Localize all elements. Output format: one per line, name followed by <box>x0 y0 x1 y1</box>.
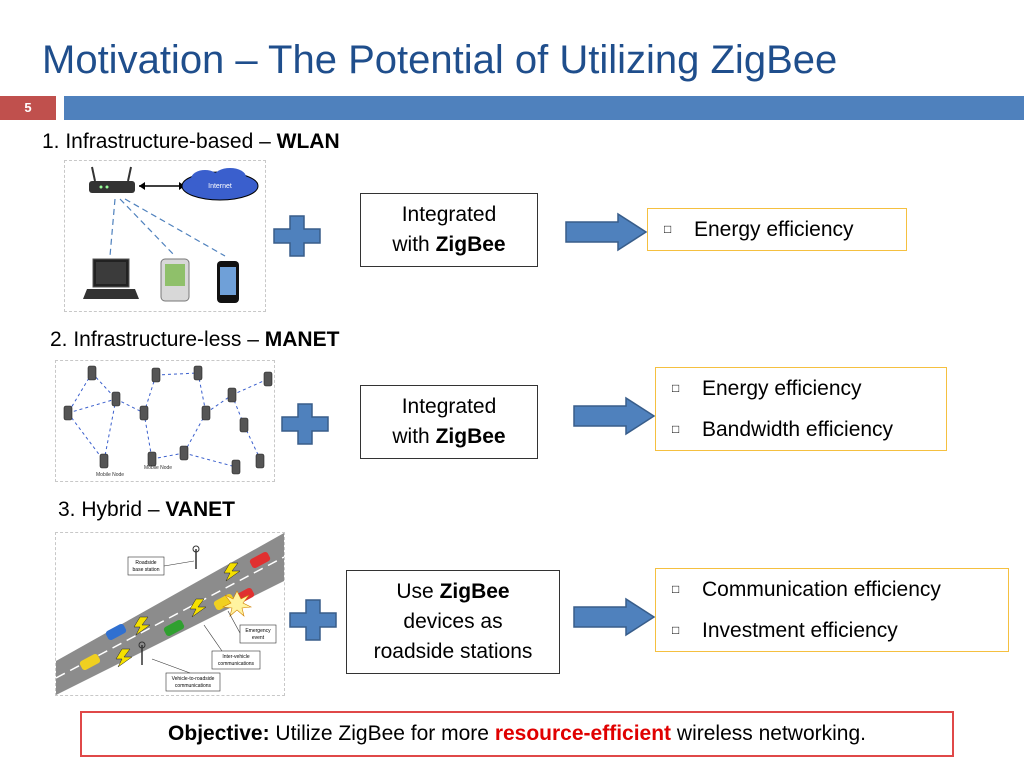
arrow-right-icon <box>572 396 656 441</box>
plus-icon <box>288 598 338 647</box>
car-icon <box>249 551 271 569</box>
objective-label: Objective: <box>168 722 270 745</box>
mobile-node-icon <box>151 367 161 383</box>
bullet-square-icon: □ <box>672 582 680 596</box>
antenna-icon <box>138 641 146 665</box>
arrow-right-icon <box>564 212 648 257</box>
emergency-event-label: Emergency <box>245 628 271 634</box>
section-2-heading-text: 2. Infrastructure-less – <box>50 328 265 351</box>
bullet-square-icon: □ <box>672 623 680 637</box>
vehicle-to-roadside-label: Vehicle-to-roadside <box>172 676 215 682</box>
integrated-zigbee-box-1: Integrated with ZigBee <box>360 193 538 267</box>
emergency-event-label: event <box>252 635 265 641</box>
box-3-line-2: devices as <box>403 610 503 633</box>
pda-icon <box>160 258 190 302</box>
router-icon <box>89 166 135 193</box>
laptop-icon <box>83 258 139 299</box>
title-divider-bar <box>64 96 1024 120</box>
section-3-heading: 3. Hybrid – VANET <box>58 498 235 522</box>
zigbee-roadside-box: Use ZigBee devices as roadside stations <box>346 570 560 674</box>
bullet-square-icon: □ <box>672 381 680 395</box>
mobile-node-icon <box>231 459 241 475</box>
mobile-node-icon <box>179 445 189 461</box>
wireless-link-icon <box>223 562 241 582</box>
section-1-heading-text: 1. Infrastructure-based – <box>42 130 277 153</box>
mobile-node-icon <box>193 365 203 381</box>
objective-highlight: resource-efficient <box>494 722 672 745</box>
mobile-node-icon <box>147 451 157 467</box>
section-3-heading-text: 3. Hybrid – <box>58 498 166 521</box>
slide-title: Motivation – The Potential of Utilizing … <box>42 38 838 82</box>
car-icon <box>163 619 185 637</box>
objective-box: Objective: Utilize ZigBee for more resou… <box>80 711 954 757</box>
vehicle-to-roadside-label: communications <box>175 683 212 689</box>
wireless-link-icon <box>115 648 133 668</box>
car-icon <box>79 653 101 671</box>
manet-diagram: Mobile Node Mobile Node <box>55 360 275 482</box>
list-item: □Communication efficiency <box>656 569 1008 610</box>
smartphone-icon <box>217 261 239 303</box>
mobile-node-label: Mobile Node <box>144 465 172 471</box>
box-2-line-2: with ZigBee <box>392 425 506 448</box>
internet-label: Internet <box>208 183 232 190</box>
vanet-diagram: Roadside base station Emergency event In… <box>55 532 285 696</box>
integrated-zigbee-box-2: Integrated with ZigBee <box>360 385 538 459</box>
roadside-station-label: base station <box>133 567 160 573</box>
wireless-link-icon <box>133 616 151 636</box>
list-item: □Energy efficiency <box>648 209 906 250</box>
slide-number-badge: 5 <box>0 96 56 120</box>
bullet-square-icon: □ <box>664 222 672 236</box>
mobile-node-icon <box>99 453 109 469</box>
car-icon <box>105 623 127 641</box>
list-item: □Energy efficiency <box>656 368 946 409</box>
list-item: □Bandwidth efficiency <box>656 409 946 450</box>
mobile-node-icon <box>239 417 249 433</box>
section-3-heading-bold: VANET <box>165 498 236 521</box>
box-3-line-1: Use ZigBee <box>396 580 510 603</box>
mobile-node-icon <box>201 405 211 421</box>
box-2-line-1: Integrated <box>401 395 497 418</box>
mobile-node-icon <box>139 405 149 421</box>
box-1-line-1: Integrated <box>401 203 497 226</box>
mobile-node-icon <box>263 371 273 387</box>
mobile-node-icon <box>111 391 121 407</box>
inter-vehicle-label: Inter-vehicle <box>222 654 249 660</box>
list-item: □Investment efficiency <box>656 610 1008 651</box>
wlan-diagram: Internet <box>64 160 266 312</box>
mobile-node-label: Mobile Node <box>96 472 124 478</box>
benefits-list-3: □Communication efficiency □Investment ef… <box>655 568 1009 652</box>
cloud-icon: Internet <box>181 168 259 201</box>
section-1-heading-bold: WLAN <box>276 130 340 153</box>
objective-text-after: wireless networking. <box>671 722 866 745</box>
section-2-heading-bold: MANET <box>264 328 340 351</box>
wireless-link-icon <box>189 598 207 618</box>
benefits-list-1: □Energy efficiency <box>647 208 907 251</box>
road-surface <box>56 533 284 695</box>
benefits-list-2: □Energy efficiency □Bandwidth efficiency <box>655 367 947 451</box>
mobile-node-icon <box>63 405 73 421</box>
section-1-heading: 1. Infrastructure-based – WLAN <box>42 130 340 154</box>
box-1-line-2: with ZigBee <box>392 233 506 256</box>
antenna-icon <box>192 545 200 569</box>
bullet-square-icon: □ <box>672 422 680 436</box>
plus-icon <box>272 214 322 263</box>
mobile-node-icon <box>255 453 265 469</box>
mobile-node-icon <box>227 387 237 403</box>
mobile-node-icon <box>87 365 97 381</box>
emergency-event-icon <box>221 590 253 617</box>
arrow-right-icon <box>572 597 656 642</box>
objective-text-before: Utilize ZigBee for more <box>269 722 495 745</box>
box-3-line-3: roadside stations <box>373 640 533 663</box>
section-2-heading: 2. Infrastructure-less – MANET <box>50 328 339 352</box>
inter-vehicle-label: communications <box>218 661 255 667</box>
roadside-station-label: Roadside <box>135 560 156 566</box>
plus-icon <box>280 402 330 451</box>
